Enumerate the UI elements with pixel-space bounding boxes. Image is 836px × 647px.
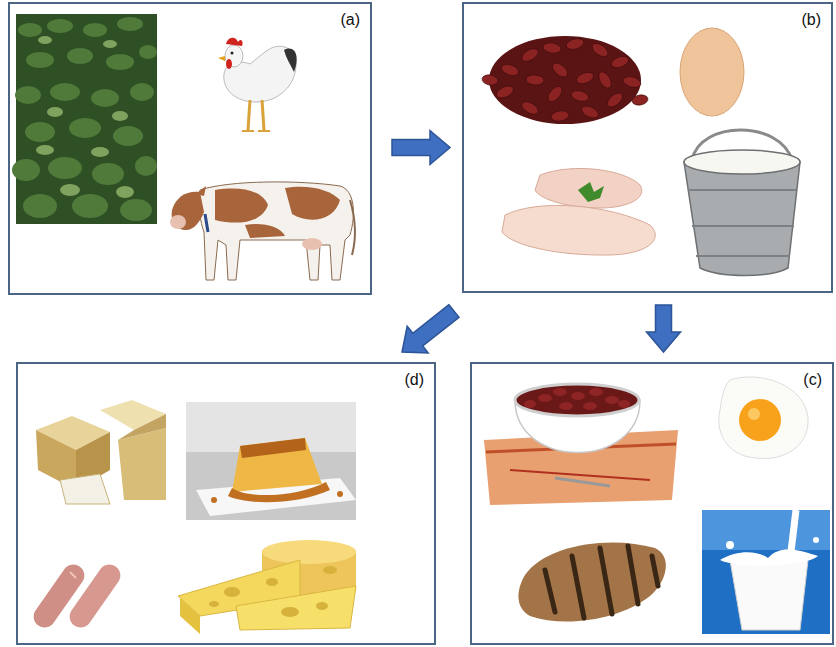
milk-glass xyxy=(702,510,830,634)
chicken xyxy=(218,38,297,131)
panel-box: (c) xyxy=(470,362,834,645)
panel-letter: (a) xyxy=(338,10,362,30)
panel-box: (a) xyxy=(8,2,372,295)
kidney-beans xyxy=(481,36,648,124)
panel-letter: (d) xyxy=(402,370,426,390)
panel-box: (d) xyxy=(16,362,436,645)
panel-letter: (b) xyxy=(799,10,823,30)
grilled-chicken xyxy=(518,542,665,621)
flan xyxy=(186,402,356,520)
panel-letter: (c) xyxy=(801,370,824,390)
block-arrow xyxy=(647,305,681,352)
bean-bowl xyxy=(484,384,678,505)
cow xyxy=(170,182,355,280)
sausages xyxy=(29,560,124,632)
panel-box: (b) xyxy=(462,2,833,293)
block-arrow xyxy=(402,305,459,353)
block-arrow xyxy=(392,131,450,165)
chicken-breast xyxy=(502,168,655,255)
milk-bucket xyxy=(684,130,800,276)
tofu xyxy=(36,400,166,504)
egg xyxy=(680,28,744,116)
fried-egg xyxy=(719,377,808,459)
cheese xyxy=(178,540,356,634)
soy-field xyxy=(12,14,157,224)
